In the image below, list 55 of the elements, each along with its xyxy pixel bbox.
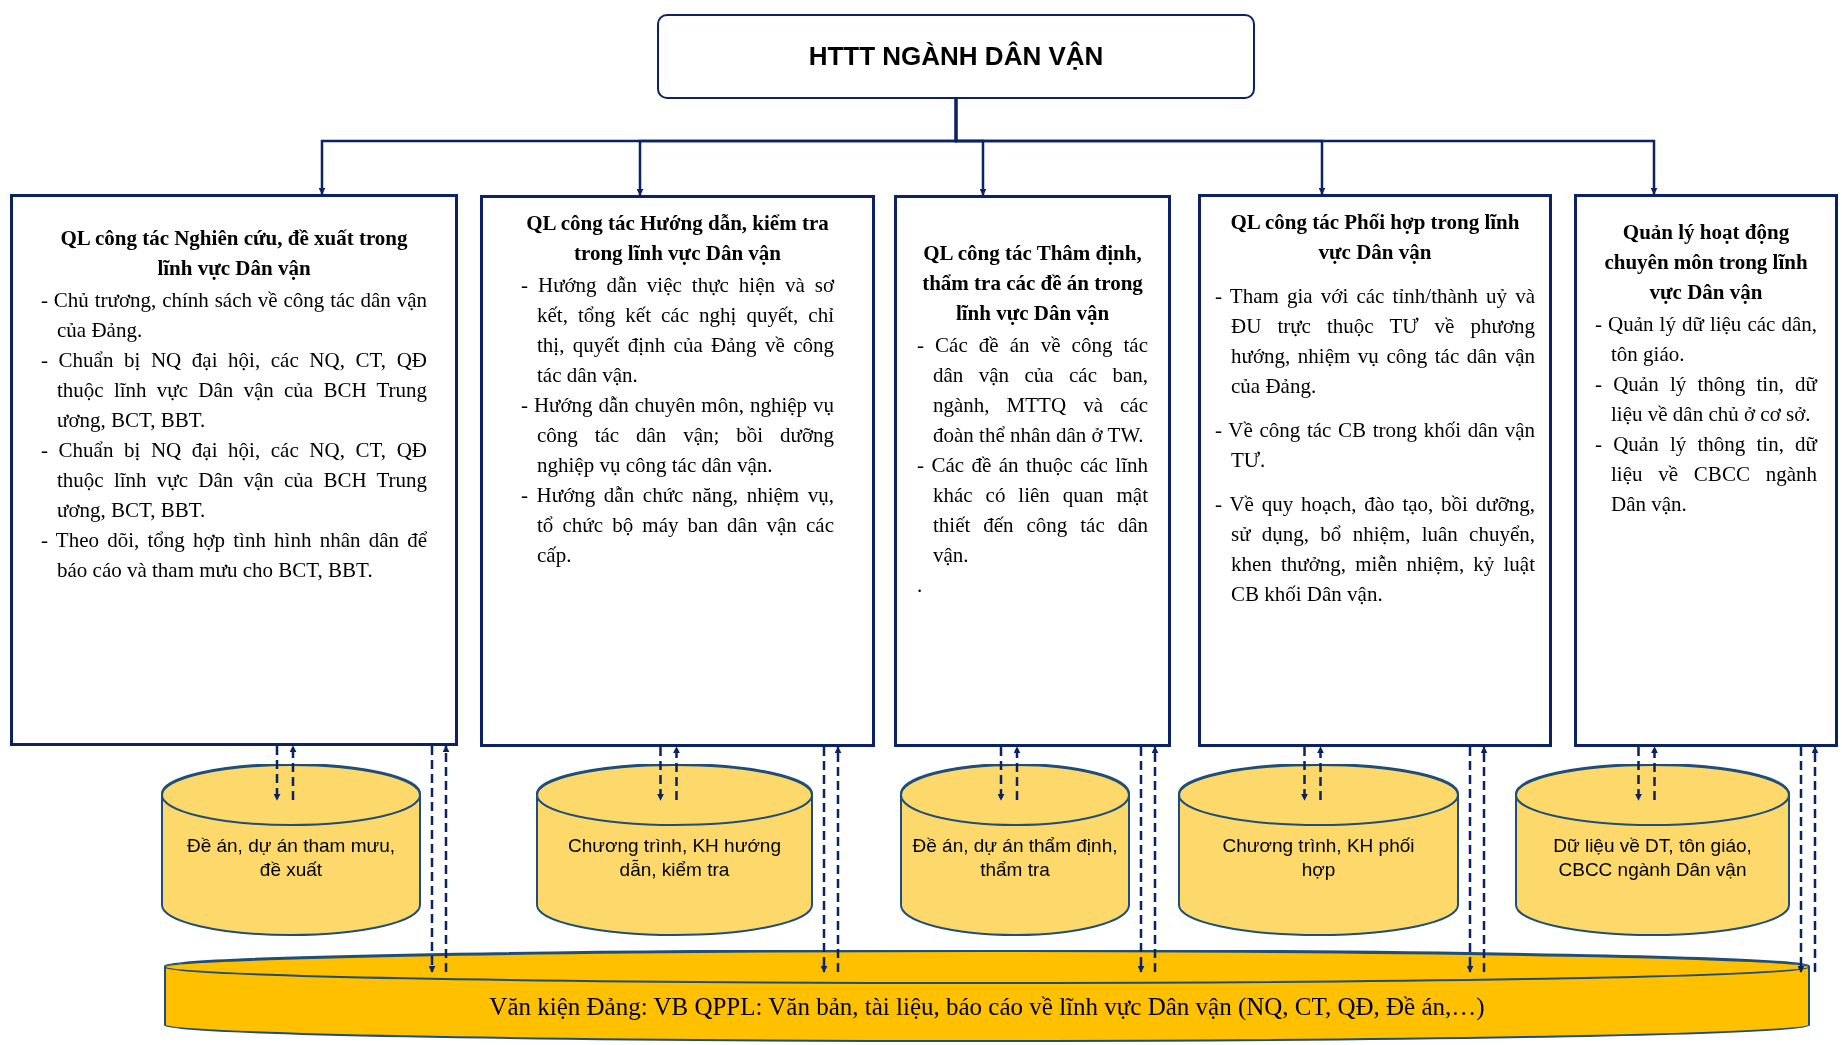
- bullet-text: - Các đề án về công tác dân vận của các ban, ngành, MTTQ và các đoàn thể nhân dân ở TW.: [917, 332, 1148, 449]
- arrow: [428, 746, 436, 973]
- function-box: [1198, 194, 1552, 747]
- bullet-text: - Quản lý thông tin, dữ liệu về CBCC ngành Dân vận.: [1595, 431, 1817, 518]
- function-box: [1574, 194, 1838, 747]
- bullet-text: - Các đề án thuộc các lĩnh khác có liên quan mật thiết đến công tác dân vận.: [917, 452, 1148, 569]
- bullet-text: - Hướng dẫn chuyên môn, nghiệp vụ công tác dân vận; bồi dưỡng nghiệp vụ công tác dân vận.: [521, 392, 834, 479]
- arrow: [657, 747, 664, 801]
- arrow: [442, 745, 450, 972]
- bullet-text: - Hướng dẫn việc thực hiện và sơ kết, tổng kết các nghị quyết, chỉ thị, quyết định của Đảng về công tác dân vận.: [521, 272, 834, 389]
- function-box: [894, 195, 1171, 747]
- cylinder-label: Văn kiện Đảng: VB QPPL: Văn bản, tài liệu, báo cáo về lĩnh vực Dân vận (NQ, CT, QĐ, Đề án,…): [489, 992, 1485, 1023]
- bullet-text: - Chuẩn bị NQ đại hội, các NQ, CT, QĐ thuộc lĩnh vực Dân vận của BCH Trung ương, BCT, BBT.: [41, 437, 427, 524]
- bullet-text: - Chuẩn bị NQ đại hội, các NQ, CT, QĐ thuộc lĩnh vực Dân vận của BCH Trung ương, BCT, BBT.: [41, 347, 427, 434]
- cylinder-label: Đề án, dự án thẩm định, thẩm tra: [911, 834, 1119, 882]
- box-heading: Quản lý hoạt động chuyên môn trong lĩnh vực Dân vận: [1603, 219, 1809, 306]
- arrow: [1151, 746, 1159, 972]
- arrow: [1013, 746, 1021, 800]
- arrow: [834, 746, 842, 972]
- box-heading: QL công tác Hướng dẫn, kiểm tra trong lĩnh vực Dân vận: [525, 210, 830, 267]
- bullet-text: - Về quy hoạch, đào tạo, bồi dưỡng, sử dụng, bổ nhiệm, luân chuyển, khen thưởng, miễn nhiệm, kỷ luật CB khối Dân vận.: [1215, 491, 1535, 608]
- function-box: [10, 194, 458, 746]
- function-box: [480, 195, 875, 747]
- arrow: [820, 747, 828, 973]
- arrow: [1651, 746, 1658, 800]
- arrow: [273, 746, 281, 801]
- box-heading: QL công tác Thâm định, thẩm tra các đề án trong lĩnh vực Dân vận: [921, 240, 1144, 327]
- bullet-text: - Quản lý thông tin, dữ liệu về dân chủ ở cơ sở.: [1595, 371, 1817, 428]
- box-heading: QL công tác Phối hợp trong lĩnh vực Dân vận: [1229, 209, 1521, 266]
- bullet-text: - Tham gia với các tỉnh/thành uỷ và ĐU trực thuộc TƯ về phương hướng, nhiệm vụ công tác dân vận của Đảng.: [1215, 283, 1535, 400]
- bullet-text: .: [917, 572, 924, 599]
- arrow: [1635, 747, 1642, 801]
- arrow: [1480, 746, 1488, 972]
- box-heading: QL công tác Nghiên cứu, đề xuất trong lĩnh vực Dân vận: [59, 225, 409, 282]
- cylinder-label: Chương trình, KH phối hợp: [1221, 834, 1416, 882]
- cylinder-label: Chương trình, KH hướng dẫn, kiểm tra: [567, 834, 782, 882]
- title-box: [657, 14, 1255, 99]
- arrow: [1466, 747, 1474, 973]
- arrow: [673, 746, 680, 800]
- bullet-text: - Quản lý dữ liệu các dân, tôn giáo.: [1595, 311, 1817, 368]
- arrow: [1301, 747, 1308, 801]
- cylinder-label: Đề án, dự án tham mưu, đề xuất: [185, 834, 397, 882]
- arrow: [1137, 747, 1145, 973]
- arrow: [289, 745, 297, 800]
- cylinder-label: Dữ liệu về DT, tôn giáo, CBCC ngành Dân vận: [1552, 834, 1753, 882]
- arrow: [1317, 746, 1324, 800]
- arrow: [954, 99, 1658, 195]
- arrow: [997, 747, 1005, 801]
- bullet-text: - Chủ trương, chính sách về công tác dân vận của Đảng.: [41, 287, 427, 344]
- bullet-text: - Theo dõi, tổng hợp tình hình nhân dân để báo cáo và tham mưu cho BCT, BBT.: [41, 527, 427, 584]
- arrow: [1797, 747, 1805, 973]
- title-text: HTTT NGÀNH DÂN VẬN: [808, 40, 1104, 73]
- arrow: [1811, 746, 1819, 972]
- bullet-text: - Hướng dẫn chức năng, nhiệm vụ, tổ chức bộ máy ban dân vận các cấp.: [521, 482, 834, 569]
- bullet-text: - Về công tác CB trong khối dân vận TƯ.: [1215, 417, 1535, 474]
